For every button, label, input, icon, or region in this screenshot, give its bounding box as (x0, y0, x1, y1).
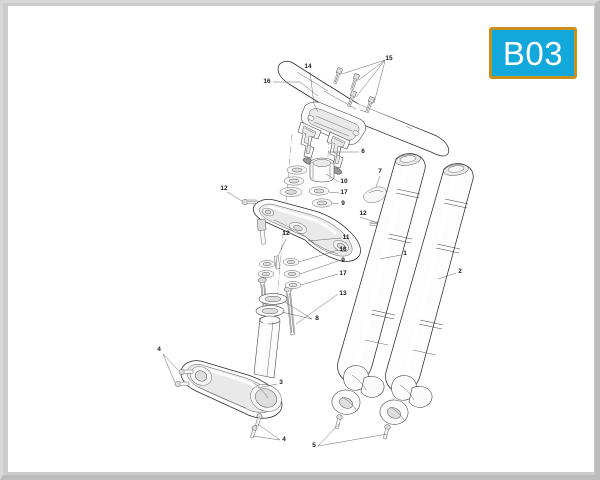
callout-12a: 12 (220, 184, 228, 192)
callout-16: 16 (263, 77, 271, 85)
page-code-badge: B03 (489, 27, 577, 79)
callout-12b: 12 (282, 229, 290, 237)
clamp-bolt-4a (178, 369, 194, 375)
handlebar-risers-group (297, 121, 351, 175)
clamp-bolt-4d (250, 425, 258, 439)
callout-6: 6 (361, 147, 365, 155)
steering-stem-tube (253, 315, 281, 379)
riser-clamp-top-part (300, 101, 367, 146)
stem-bolts-column (256, 218, 296, 336)
axle-bolt-right (383, 424, 391, 440)
pinch-bolt-left (241, 199, 258, 205)
fork-leg-2-part (379, 163, 474, 440)
callout-11: 11 (342, 233, 350, 241)
riser-bolts-group (333, 67, 375, 113)
callout-17a: 17 (340, 188, 348, 196)
callout-5: 5 (312, 441, 316, 449)
callout-18: 18 (339, 245, 347, 253)
callout-15: 15 (385, 54, 393, 62)
fork-leg-1-part (331, 153, 426, 430)
leader-lines (162, 59, 457, 447)
callout-9a: 9 (341, 199, 345, 207)
parts-diagram-svg (162, 59, 474, 447)
callout-14: 14 (304, 62, 312, 70)
page-code-label: B03 (502, 34, 564, 72)
stem-cap-part (309, 157, 335, 183)
callout-7: 7 (378, 167, 382, 175)
callout-12c: 12 (359, 209, 367, 217)
callout-4b: 4 (282, 435, 286, 443)
callout-3: 3 (279, 378, 283, 386)
steering-bearings-group (255, 293, 288, 317)
callout-8: 8 (315, 314, 319, 322)
callout-13: 13 (339, 289, 347, 297)
lower-clamp-bolts-group (174, 369, 263, 439)
clamp-bolt-4c (255, 413, 263, 427)
callout-2: 2 (458, 267, 462, 275)
clamp-bolt-4b (174, 381, 190, 387)
pinch-bolt-middle (274, 255, 281, 270)
long-bolt-right (283, 286, 296, 336)
fork-small-part-7 (363, 186, 387, 203)
stem-washers-middle (257, 258, 302, 289)
callout-10: 10 (340, 177, 348, 185)
callout-17b: 17 (339, 269, 347, 277)
riser-right (326, 131, 351, 175)
stem-washers-upper (279, 165, 333, 208)
axle-bolt-left (335, 414, 343, 430)
callout-4a: 4 (157, 345, 161, 353)
lower-triple-clamp-part (180, 360, 283, 419)
callout-1: 1 (403, 249, 407, 257)
callout-9b: 9 (341, 256, 345, 264)
diagram-canvas: 1 2 3 4 4 5 6 7 8 9 9 10 11 12 12 12 13 … (8, 6, 594, 472)
